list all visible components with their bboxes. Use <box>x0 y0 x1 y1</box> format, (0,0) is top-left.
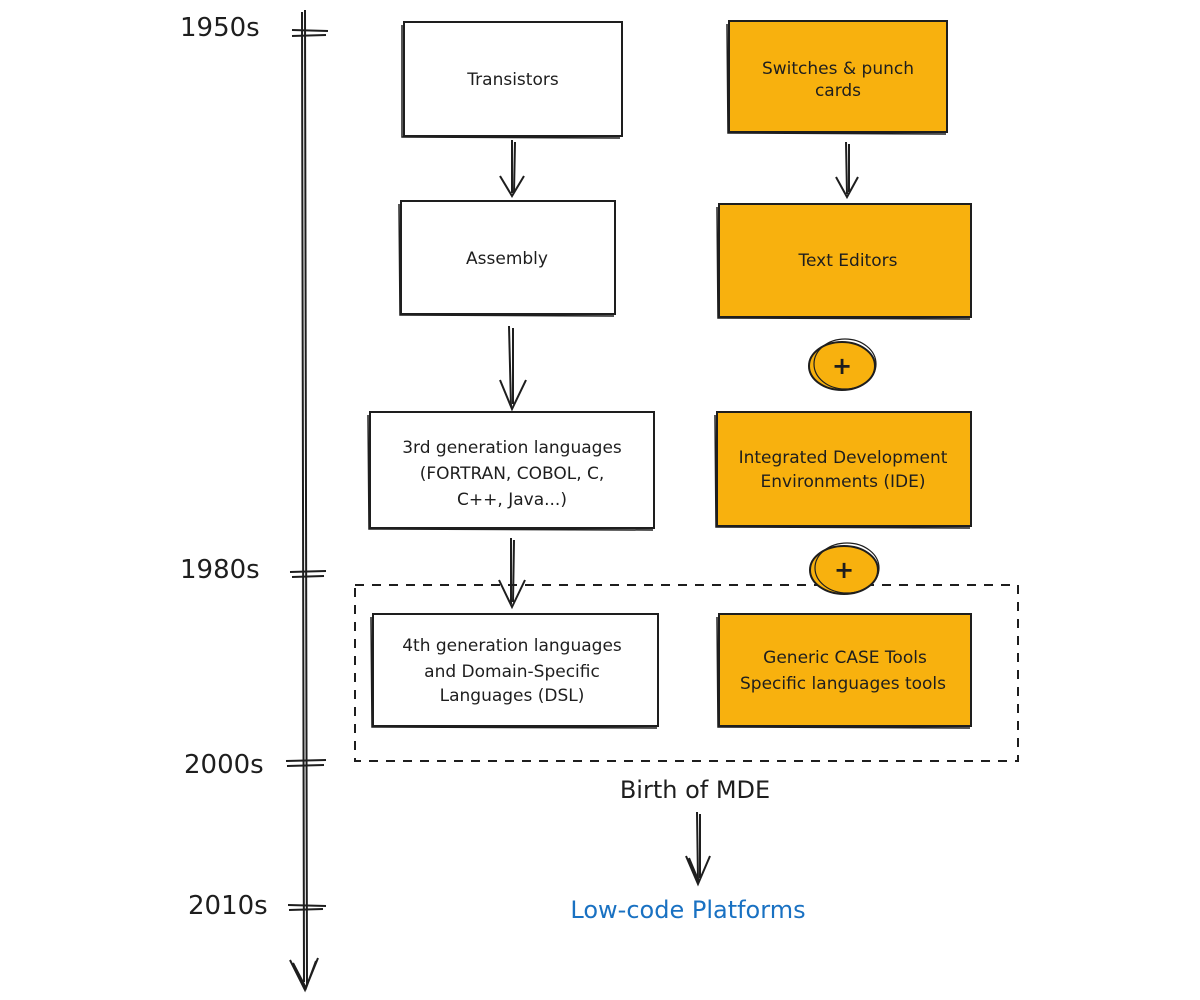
fourth-gen-line-1: 4th generation languages <box>402 636 622 656</box>
timeline-tick-1980s <box>289 570 327 578</box>
plus-symbol-1: + <box>832 352 852 380</box>
third-gen-line-1: 3rd generation languages <box>402 438 622 458</box>
arrow-mde-to-low-code <box>685 811 711 887</box>
low-code-platforms-label: Low-code Platforms <box>570 896 805 924</box>
third-gen-line-3: C++, Java...) <box>457 490 567 510</box>
switches-line-2: cards <box>815 81 861 101</box>
box-third-gen-languages: 3rd generation languages (FORTRAN, COBOL… <box>367 411 655 531</box>
box-transistors: Transistors <box>401 21 623 139</box>
timeline-arrowhead <box>289 957 319 993</box>
ide-line-2: Environments (IDE) <box>761 472 926 492</box>
box-assembly: Assembly <box>398 200 616 317</box>
third-gen-line-2: (FORTRAN, COBOL, C, <box>420 464 605 484</box>
era-label-1980s: 1980s <box>180 555 260 585</box>
era-label-2010s: 2010s <box>188 891 268 921</box>
plus-circle-2: + <box>809 542 880 595</box>
timeline-axis <box>301 9 308 986</box>
birth-of-mde-label: Birth of MDE <box>620 776 770 804</box>
ide-line-1: Integrated Development <box>739 448 948 468</box>
case-tools-line-1: Generic CASE Tools <box>763 648 927 668</box>
plus-symbol-2: + <box>834 556 854 584</box>
box-text-editors-label: Text Editors <box>798 251 898 271</box>
era-label-1950s: 1950s <box>180 13 260 43</box>
timeline-tick-2010s <box>287 904 327 911</box>
box-assembly-label: Assembly <box>466 249 548 269</box>
mde-era-group <box>354 584 1019 762</box>
case-tools-line-2: Specific languages tools <box>740 674 946 694</box>
box-transistors-label: Transistors <box>466 70 559 90</box>
arrow-switches-to-text-editors <box>835 141 859 200</box>
arrow-third-gen-to-fourth-gen <box>498 538 526 610</box>
box-case-tools: Generic CASE Tools Specific languages to… <box>716 613 972 729</box>
box-fourth-gen-languages: 4th generation languages and Domain-Spec… <box>370 613 659 729</box>
timeline: 1950s 1980s 2000s 2010s <box>180 9 329 993</box>
timeline-tick-1950s <box>291 29 329 37</box>
switches-line-1: Switches & punch <box>762 59 914 79</box>
plus-circle-1: + <box>808 338 877 391</box>
fourth-gen-line-3: Languages (DSL) <box>440 686 585 706</box>
timeline-tick-2000s <box>285 759 327 767</box>
box-text-editors: Text Editors <box>716 203 972 320</box>
fourth-gen-line-2: and Domain-Specific <box>424 662 600 682</box>
box-ide: Integrated Development Environments (IDE… <box>714 411 972 529</box>
arrow-assembly-to-third-gen <box>499 325 527 412</box>
box-switches-punch-cards: Switches & punch cards <box>726 20 948 135</box>
arrow-transistors-to-assembly <box>499 140 525 198</box>
era-label-2000s: 2000s <box>184 750 264 780</box>
